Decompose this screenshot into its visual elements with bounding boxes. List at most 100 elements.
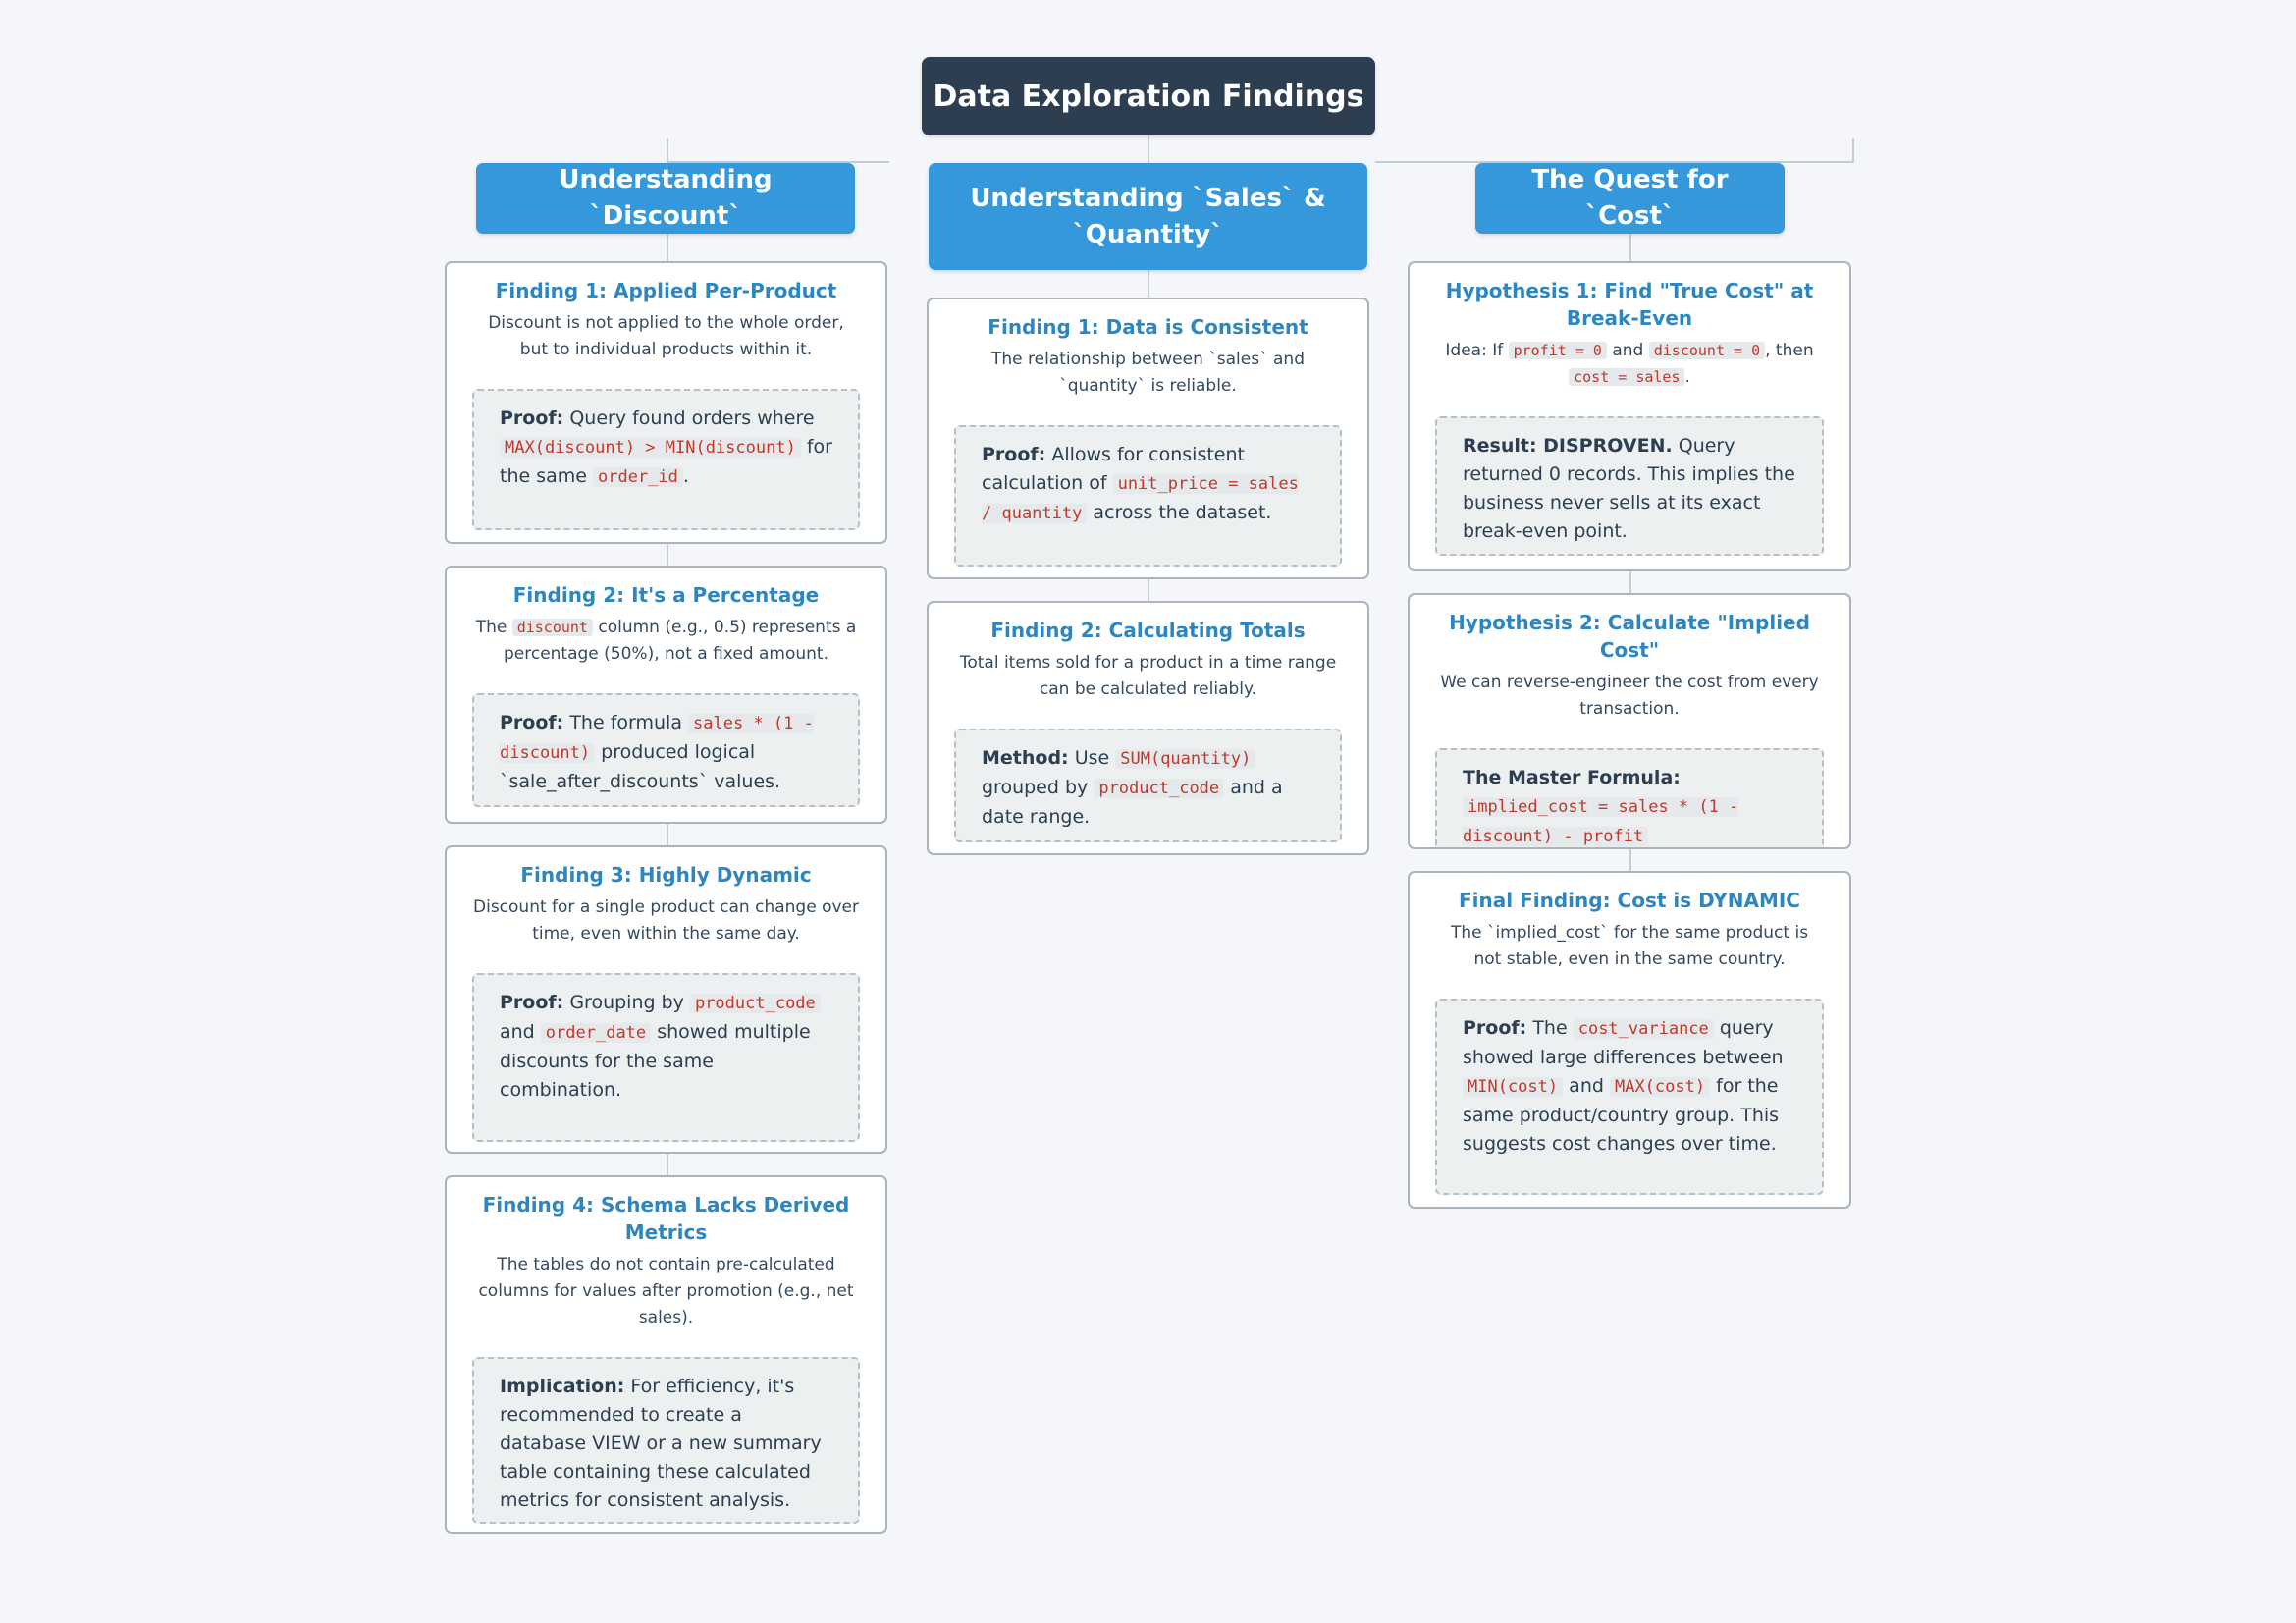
card-description: Discount is not applied to the whole ord… [488,313,844,359]
desc-text: and [1612,341,1644,360]
card-title: Finding 4: Schema Lacks Derived Metrics [482,1193,850,1244]
proof-label: Proof: [500,712,564,733]
card-cost-final-finding: Final Finding: Cost is DYNAMIC The `impl… [1408,871,1851,1209]
proof-box: Result: DISPROVEN. Query returned 0 reco… [1435,416,1824,556]
connector-cost-1-2 [1629,571,1631,593]
proof-box: Proof: Grouping by product_code and orde… [472,973,860,1142]
proof-text: The [1532,1017,1568,1039]
proof-text: Allows for consistent calculation of [982,444,1245,494]
header-cost: The Quest for `Cost` [1475,163,1785,234]
desc-text: Idea: If [1445,341,1504,360]
card-title: Finding 1: Applied Per-Product [495,279,837,302]
proof-label: Proof: [982,444,1046,465]
proof-text: for the same [500,436,832,487]
card-description: The discount column (e.g., 0.5) represen… [472,615,860,668]
card-title: Hypothesis 1: Find "True Cost" at Break-… [1445,279,1814,330]
card-title: Finding 2: Calculating Totals [990,619,1306,642]
header-sales-quantity: Understanding `Sales` & `Quantity` [929,163,1367,270]
card-description: The relationship between `sales` and `qu… [991,350,1305,396]
proof-box: Proof: Query found orders where MAX(disc… [472,389,860,530]
desc-code: discount = 0 [1648,342,1766,359]
proof-text: query showed large differences between [1463,1017,1784,1068]
connector-top-right-horizontal [1375,161,1854,163]
proof-code: MAX(discount) > MIN(discount) [500,438,801,458]
card-description: Idea: If profit = 0 and discount = 0, th… [1435,338,1824,391]
connector-sales-1-2 [1148,579,1149,601]
proof-box: Implication: For efficiency, it's recomm… [472,1357,860,1524]
card-title: Finding 3: Highly Dynamic [520,863,812,887]
card-sales-finding-1: Finding 1: Data is Consistent The relati… [927,298,1369,579]
proof-text: for the same product/country group. This… [1463,1075,1780,1155]
connector-top-left-horizontal [667,161,889,163]
proof-box: Proof: Allows for consistent calculation… [954,425,1342,567]
proof-label: Proof: [500,407,564,429]
connector-sales-header [1148,270,1149,298]
proof-code: order_id [593,467,683,487]
proof-text: . [682,465,689,487]
card-discount-finding-1: Finding 1: Applied Per-Product Discount … [445,261,887,544]
proof-label: Proof: [500,992,564,1013]
card-description: The tables do not contain pre-calculated… [478,1255,854,1327]
proof-code: cost_variance [1573,1019,1714,1039]
connector-discount-header [667,234,668,261]
connector-cost-2-3 [1629,849,1631,871]
proof-box: Method: Use SUM(quantity) grouped by pro… [954,729,1342,842]
desc-text: , then [1765,341,1814,360]
proof-box: The Master Formula: implied_cost = sales… [1435,748,1824,847]
connector-title-down [1148,135,1149,163]
card-sales-finding-2: Finding 2: Calculating Totals Total item… [927,601,1369,855]
proof-label: Result: DISPROVEN. [1463,435,1673,457]
card-title: Hypothesis 2: Calculate "Implied Cost" [1449,611,1810,662]
proof-text: The formula [569,712,682,733]
connector-discount-3-4 [667,1154,668,1175]
proof-text: Grouping by [569,992,684,1013]
card-description: Total items sold for a product in a time… [959,653,1337,699]
card-description: The `implied_cost` for the same product … [1450,923,1809,969]
proof-label: Implication: [500,1376,625,1397]
desc-text: The [475,618,507,637]
desc-code: cost = sales [1569,368,1685,386]
desc-text: column (e.g., 0.5) represents a percenta… [503,618,857,664]
connector-discount-1-2 [667,544,668,566]
proof-text: and a date range. [982,777,1283,828]
proof-label: The Master Formula: [1463,767,1681,788]
proof-text: For efficiency, it's recommended to crea… [500,1376,822,1511]
proof-code: SUM(quantity) [1115,749,1256,769]
proof-code: product_code [689,994,821,1013]
proof-box: Proof: The cost_variance query showed la… [1435,999,1824,1195]
proof-text: across the dataset. [1093,502,1272,523]
card-cost-hypothesis-2: Hypothesis 2: Calculate "Implied Cost" W… [1408,593,1851,849]
desc-code: discount [511,619,593,636]
proof-text: produced logical `sale_after_discounts` … [500,741,781,792]
card-discount-finding-4: Finding 4: Schema Lacks Derived Metrics … [445,1175,887,1534]
proof-text: and [500,1021,535,1043]
header-discount: Understanding `Discount` [476,163,855,234]
card-title: Finding 1: Data is Consistent [988,315,1308,339]
card-discount-finding-3: Finding 3: Highly Dynamic Discount for a… [445,845,887,1154]
proof-label: Proof: [1463,1017,1527,1039]
connector-top-left-vertical [667,138,668,163]
proof-box: Proof: The formula sales * (1 - discount… [472,693,860,807]
connector-top-right-vertical [1852,138,1854,163]
desc-code: profit = 0 [1508,342,1607,359]
connector-cost-header [1629,234,1631,261]
proof-text: Query returned 0 records. This implies t… [1463,435,1795,542]
card-discount-finding-2: Finding 2: It's a Percentage The discoun… [445,566,887,824]
proof-text: grouped by [982,777,1089,798]
proof-code: MIN(cost) [1463,1077,1564,1097]
proof-code: order_date [540,1023,652,1043]
card-cost-hypothesis-1: Hypothesis 1: Find "True Cost" at Break-… [1408,261,1851,571]
proof-code: product_code [1094,779,1225,798]
card-description: Discount for a single product can change… [473,897,859,944]
proof-text: Query found orders where [569,407,815,429]
card-title: Finding 2: It's a Percentage [512,583,820,607]
proof-code: MAX(cost) [1609,1077,1711,1097]
proof-text: and [1569,1075,1604,1097]
proof-text: Use [1074,747,1110,769]
proof-text: showed multiple discounts for the same c… [500,1021,811,1101]
proof-code: implied_cost = sales * (1 - discount) - … [1463,797,1739,846]
desc-text: . [1684,367,1690,387]
card-title: Final Finding: Cost is DYNAMIC [1459,889,1800,912]
diagram-title: Data Exploration Findings [922,57,1375,135]
card-description: We can reverse-engineer the cost from ev… [1440,673,1819,719]
